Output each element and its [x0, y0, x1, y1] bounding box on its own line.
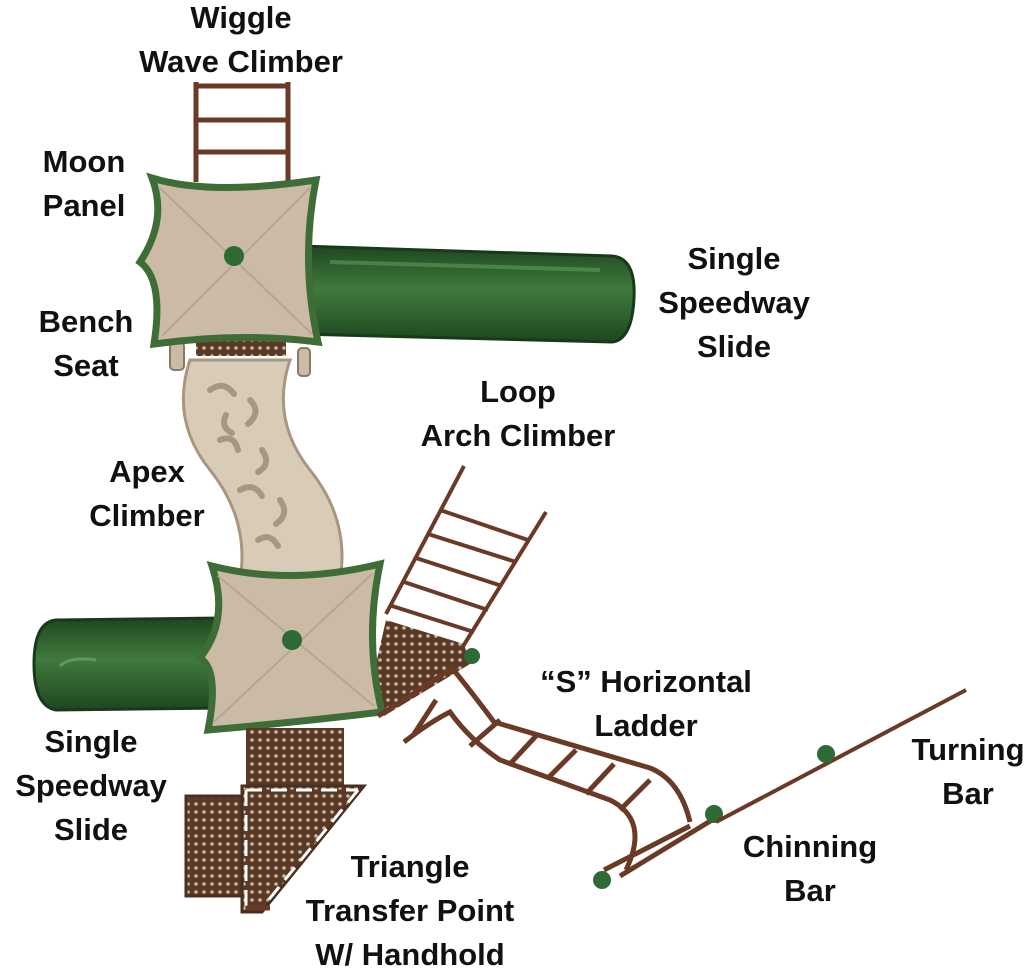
label-line: Panel: [42, 188, 126, 223]
label-s-horizontal-ladder: “S” Horizontal Ladder: [510, 660, 782, 748]
label-line: Triangle: [350, 849, 470, 884]
post-cap: [282, 630, 302, 650]
slide-top: [298, 244, 636, 344]
label-line: Moon: [42, 144, 126, 179]
label-triangle-transfer-point: Triangle Transfer Point W/ Handhold: [272, 845, 548, 977]
deck-top: [135, 172, 323, 349]
label-line: Bar: [784, 873, 836, 908]
label-line: Wiggle: [190, 0, 292, 35]
label-line: Bar: [942, 776, 994, 811]
label-line: Ladder: [594, 708, 698, 743]
step-mesh: [246, 728, 344, 786]
mesh-landing: [370, 620, 470, 716]
slide-bottom: [32, 616, 224, 712]
label-line: Slide: [696, 329, 772, 364]
label-line: Turning: [911, 732, 1025, 767]
chinning-bar: [593, 805, 723, 889]
label-line: Single: [687, 241, 781, 276]
label-line: Seat: [53, 348, 119, 383]
label-apex-climber: Apex Climber: [72, 450, 222, 538]
label-chinning-bar: Chinning Bar: [722, 825, 898, 913]
label-loop-arch-climber: Loop Arch Climber: [396, 370, 640, 458]
label-slide-bottom: Single Speedway Slide: [0, 720, 182, 852]
label-line: Arch Climber: [420, 418, 616, 453]
label-slide-top: Single Speedway Slide: [636, 237, 832, 369]
deck-bottom: [194, 559, 387, 734]
label-line: W/ Handhold: [315, 937, 505, 972]
label-line: Climber: [89, 498, 205, 533]
label-moon-panel: Moon Panel: [22, 140, 146, 228]
label-line: Speedway: [658, 285, 810, 320]
label-line: Chinning: [742, 829, 878, 864]
label-line: Speedway: [15, 768, 167, 803]
label-line: Single: [44, 724, 138, 759]
label-line: “S” Horizontal: [540, 664, 752, 699]
triangle-transfer-point: [184, 784, 368, 914]
label-line: Apex: [109, 454, 185, 489]
label-line: Transfer Point: [305, 893, 515, 928]
label-line: Bench: [38, 304, 134, 339]
turning-bar: [464, 648, 967, 824]
label-wiggle-wave-climber: Wiggle Wave Climber: [118, 0, 364, 84]
label-line: Slide: [53, 812, 129, 847]
bench-seat: [169, 338, 311, 377]
s-horizontal-ladder: [376, 664, 693, 873]
label-turning-bar: Turning Bar: [900, 728, 1036, 816]
loop-arch-climber: [384, 465, 548, 650]
label-line: Loop: [480, 374, 556, 409]
post-cap: [224, 246, 244, 266]
wiggle-wave-climber: [193, 82, 291, 182]
label-line: Wave Climber: [139, 44, 343, 79]
label-bench-seat: Bench Seat: [18, 300, 154, 388]
